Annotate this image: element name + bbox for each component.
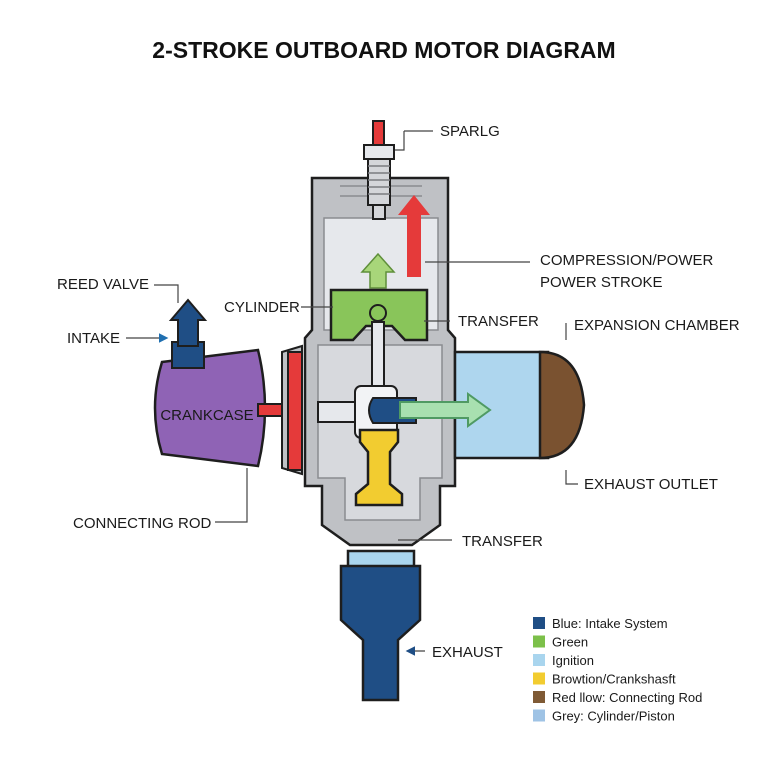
crankcase-label: CRANKCASE	[160, 407, 253, 424]
power-stroke-arrow-icon	[398, 195, 430, 277]
exhaust-outlet-label: EXHAUST OUTLET	[584, 476, 718, 493]
crankcase-body	[153, 348, 267, 468]
legend-swatch	[533, 672, 545, 685]
spark-plug-hex	[363, 144, 395, 160]
exhaust-label: EXHAUST	[432, 644, 503, 661]
crankcase: CRANKCASE	[153, 348, 267, 468]
piston-up-arrow-icon	[360, 252, 396, 289]
transfer-flow-arrow-icon	[399, 392, 492, 428]
reed-disc	[281, 344, 303, 476]
legend-swatch	[533, 635, 545, 648]
legend-label: Green	[552, 635, 588, 650]
intake-manifold	[168, 298, 208, 369]
reed-valve-arrow-icon	[168, 298, 208, 347]
spark-label: SPARLG	[440, 123, 500, 140]
spark-plug-cap	[372, 120, 385, 146]
spark-plug	[363, 120, 395, 220]
compression-label-line1: COMPRESSION/POWER	[540, 252, 714, 269]
legend: Blue: Intake SystemGreenIgnitionBrowtion…	[533, 616, 702, 724]
leader-spark	[395, 131, 405, 151]
expansion-chamber-brown	[538, 350, 586, 460]
expansion-chamber	[453, 350, 586, 460]
legend-swatch	[533, 617, 545, 629]
legend-label: Browtion/Crankshasft	[552, 672, 676, 687]
exhaust-pipe	[339, 564, 422, 702]
legend-swatch	[533, 691, 545, 703]
legend-label: Grey: Cylinder/Piston	[552, 709, 675, 724]
leader-exhaust-outlet	[565, 470, 578, 485]
compression-label-line2: POWER STROKE	[540, 274, 663, 291]
transfer-lower-label: TRANSFER	[462, 533, 543, 550]
exhaust-collar	[346, 549, 416, 569]
connecting-rod-label: CONNECTING ROD	[73, 515, 212, 532]
connecting-rod-shaft	[371, 321, 385, 393]
wrist-pin	[369, 304, 387, 322]
legend-swatch	[533, 654, 545, 666]
reed-valve-label: REED VALVE	[57, 276, 149, 293]
leader-connecting-rod	[215, 468, 248, 523]
exhaust-outlet-assembly	[339, 549, 422, 702]
red-disc	[287, 351, 303, 471]
piston	[329, 288, 429, 342]
intake-label: INTAKE	[67, 330, 120, 347]
transfer-upper-label: TRANSFER	[458, 313, 539, 330]
leader-reed	[154, 284, 179, 303]
legend-label: Blue: Intake System	[552, 616, 668, 631]
legend-label: Red llow: Connecting Rod	[552, 690, 702, 705]
legend-swatch	[533, 709, 545, 722]
legend-label: Ignition	[552, 653, 594, 668]
expansion-chamber-label: EXPANSION CHAMBER	[574, 317, 740, 334]
diagram-title: 2-STROKE OUTBOARD MOTOR DIAGRAM	[152, 37, 615, 63]
crank-rod	[354, 428, 404, 507]
cylinder-label: CYLINDER	[224, 299, 300, 316]
